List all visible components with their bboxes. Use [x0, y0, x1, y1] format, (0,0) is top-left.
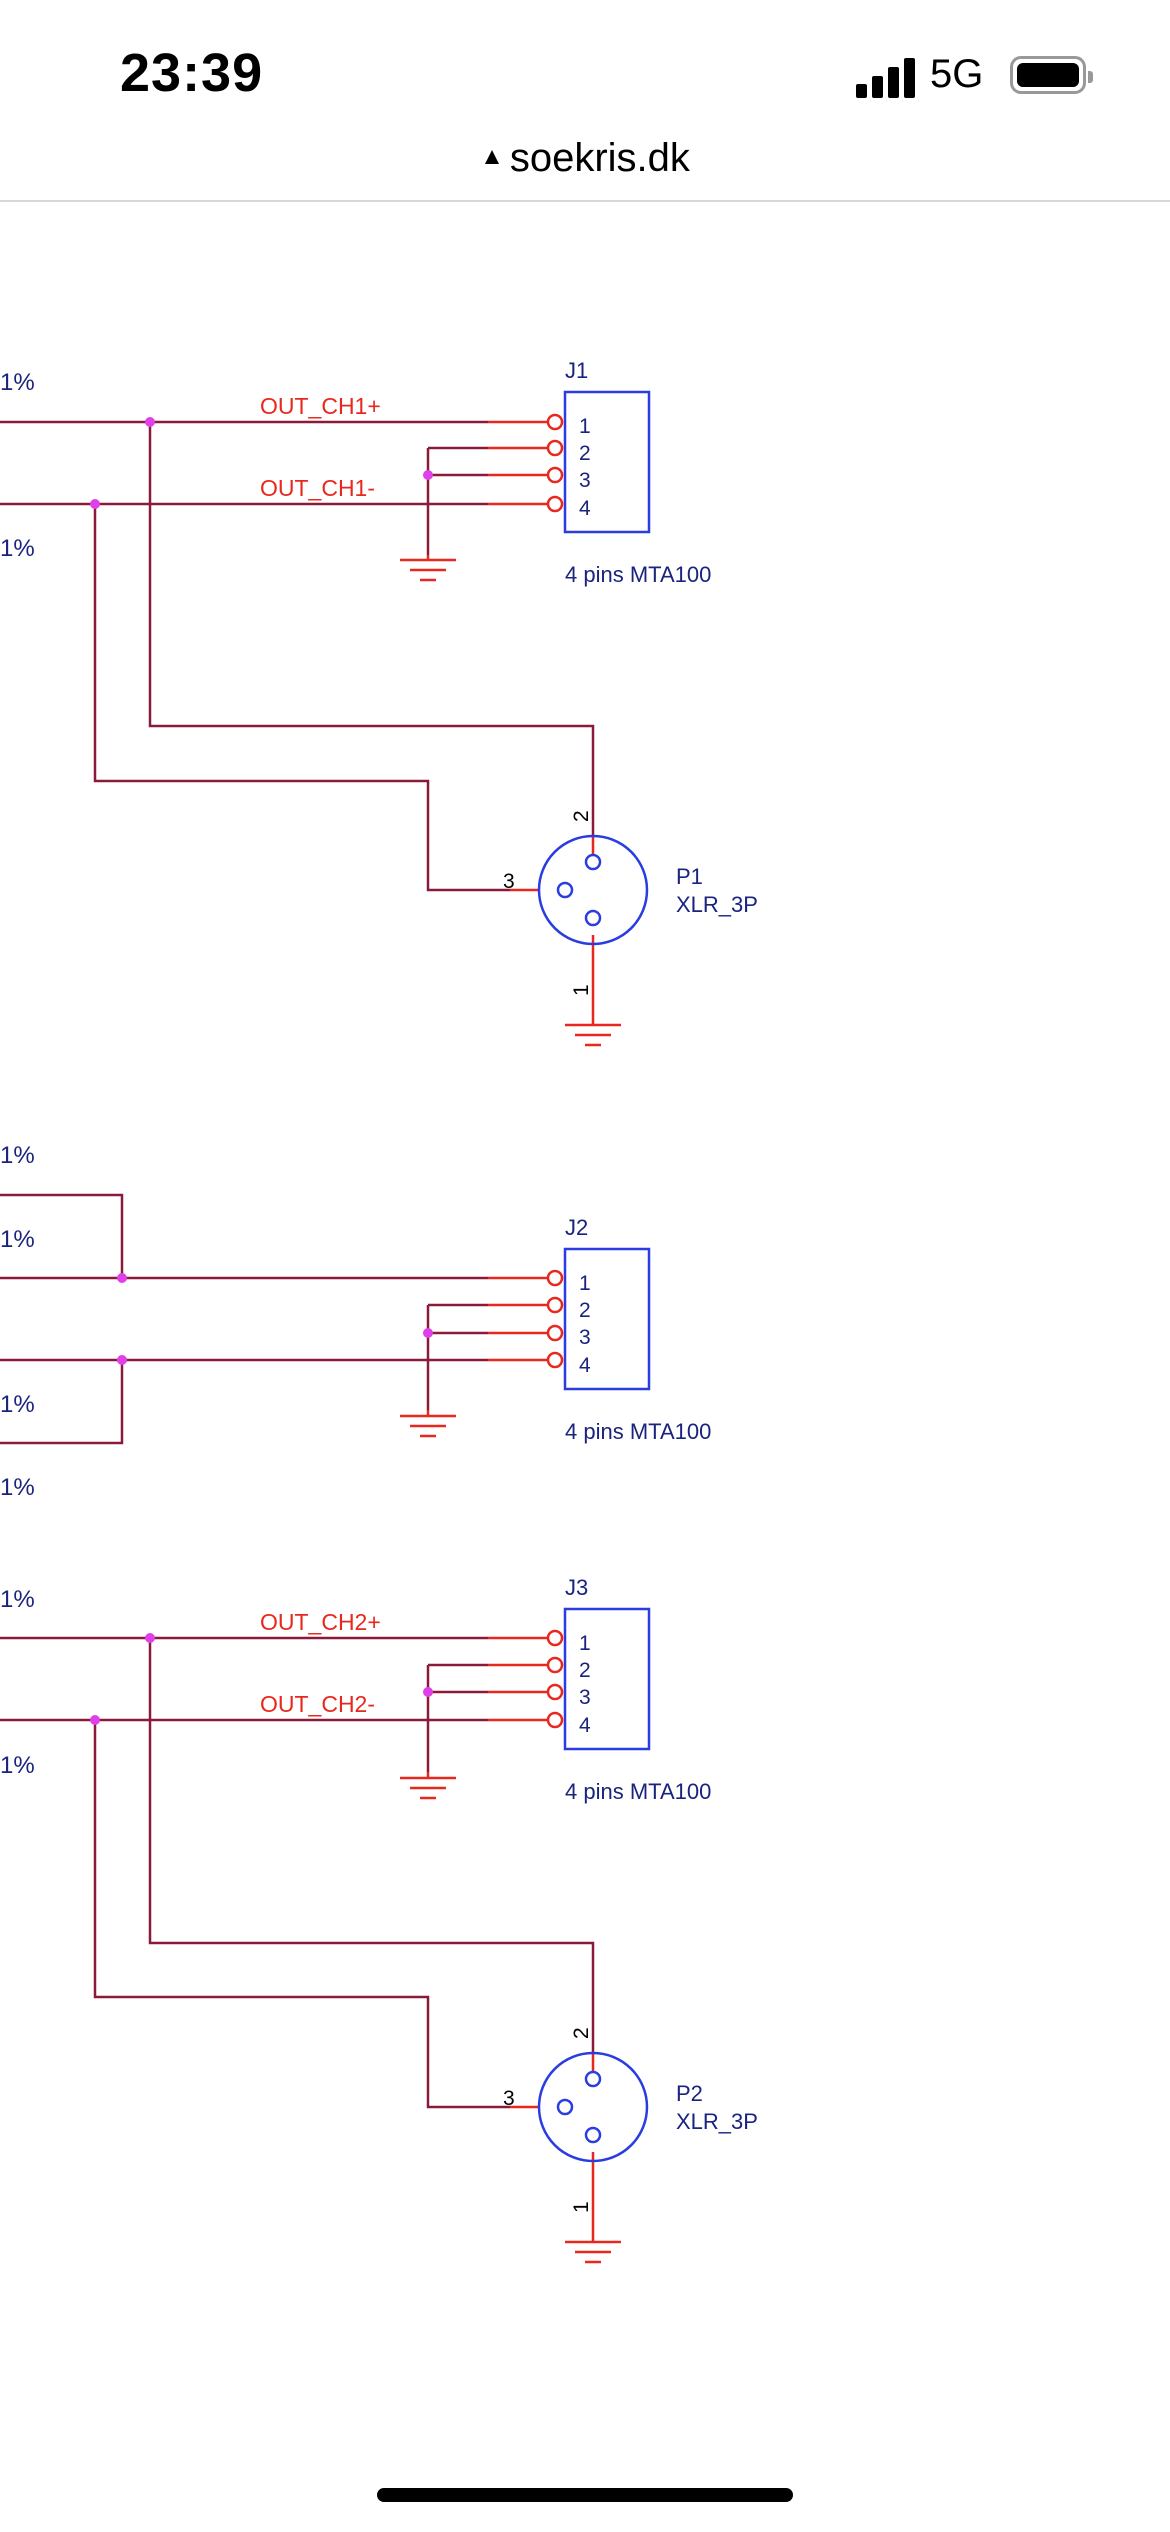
edge-label: 1%	[0, 1142, 35, 1169]
net-label: OUT_CH1-	[260, 475, 375, 501]
cellular-signal-icon	[856, 56, 916, 98]
xlr-pin-number: 3	[503, 870, 515, 893]
net-label: OUT_CH2+	[260, 1609, 381, 1635]
connector-ref: J1	[565, 358, 588, 383]
xlr-ref: P1	[676, 864, 703, 889]
status-time: 23:39	[120, 43, 264, 103]
net-label: OUT_CH1+	[260, 393, 381, 419]
schematic-canvas[interactable]: 1% 1% OUT_CH1+ OUT_CH1- J1 1 2 3 4	[0, 205, 1170, 2465]
url-text: soekris.dk	[509, 136, 690, 180]
net-label: OUT_CH2-	[260, 1691, 375, 1717]
pin-number: 1	[579, 1272, 591, 1295]
connector-value: 4 pins MTA100	[565, 1419, 711, 1444]
pin-number: 3	[579, 1686, 591, 1709]
ground-symbol	[400, 1776, 456, 1800]
edge-label: 1%	[0, 1474, 35, 1501]
ground-symbol	[400, 558, 456, 582]
warning-triangle-icon: ▲	[480, 143, 504, 171]
xlr-value: XLR_3P	[676, 2109, 758, 2134]
pin-number: 2	[579, 1299, 591, 1322]
section-j2: 1% 1% 1% 1% J2 1 2 3 4 4 pins MTA100	[0, 1142, 711, 1501]
xlr-pin-number: 3	[503, 2087, 515, 2110]
pin-number: 2	[579, 442, 591, 465]
edge-label: 1%	[0, 1752, 35, 1779]
pin-number: 3	[579, 469, 591, 492]
section-ch2: 1% 1% OUT_CH2+ OUT_CH2- J3 1 2 3 4 4 pin…	[0, 1575, 758, 2264]
edge-label: 1%	[0, 535, 35, 562]
edge-label: 1%	[0, 369, 35, 396]
connector-j1[interactable]: J1 1 2 3 4 4 pins MTA100	[546, 358, 711, 587]
pin-number: 2	[579, 1659, 591, 1682]
pin-number: 3	[579, 1326, 591, 1349]
edge-label: 1%	[0, 1391, 35, 1418]
address-bar[interactable]: ▲soekris.dk	[0, 130, 1170, 202]
ground-symbol	[400, 1414, 456, 1438]
xlr-pin-number: 2	[570, 810, 593, 822]
xlr-ref: P2	[676, 2081, 703, 2106]
connector-j2[interactable]: J2 1 2 3 4 4 pins MTA100	[546, 1215, 711, 1444]
xlr-p2[interactable]: 2 3 1 P2 XLR_3P	[503, 2027, 758, 2213]
edge-label: 1%	[0, 1586, 35, 1613]
pin-number: 1	[579, 415, 591, 438]
connector-value: 4 pins MTA100	[565, 562, 711, 587]
connector-j3[interactable]: J3 1 2 3 4 4 pins MTA100	[546, 1575, 711, 1804]
ground-symbol	[565, 1023, 621, 1047]
edge-label: 1%	[0, 1226, 35, 1253]
pin-number: 4	[579, 1714, 591, 1737]
xlr-pin-number: 1	[570, 2201, 593, 2213]
connector-value: 4 pins MTA100	[565, 1779, 711, 1804]
xlr-value: XLR_3P	[676, 892, 758, 917]
pin-number: 4	[579, 1354, 591, 1377]
connector-ref: J3	[565, 1575, 588, 1600]
pin-number: 1	[579, 1632, 591, 1655]
url-display[interactable]: ▲soekris.dk	[0, 136, 1170, 181]
network-type: 5G	[930, 52, 984, 96]
connector-ref: J2	[565, 1215, 588, 1240]
home-indicator[interactable]	[377, 2488, 793, 2502]
xlr-pin-number: 2	[570, 2027, 593, 2039]
xlr-pin-number: 1	[570, 984, 593, 996]
ground-symbol	[565, 2240, 621, 2264]
pin-number: 4	[579, 497, 591, 520]
xlr-p1[interactable]: 2 3 1 P1 XLR_3P	[503, 810, 758, 996]
battery-icon	[1010, 56, 1093, 94]
section-ch1: 1% 1% OUT_CH1+ OUT_CH1- J1 1 2 3 4	[0, 358, 758, 1047]
status-bar: 23:39 5G	[0, 0, 1170, 140]
